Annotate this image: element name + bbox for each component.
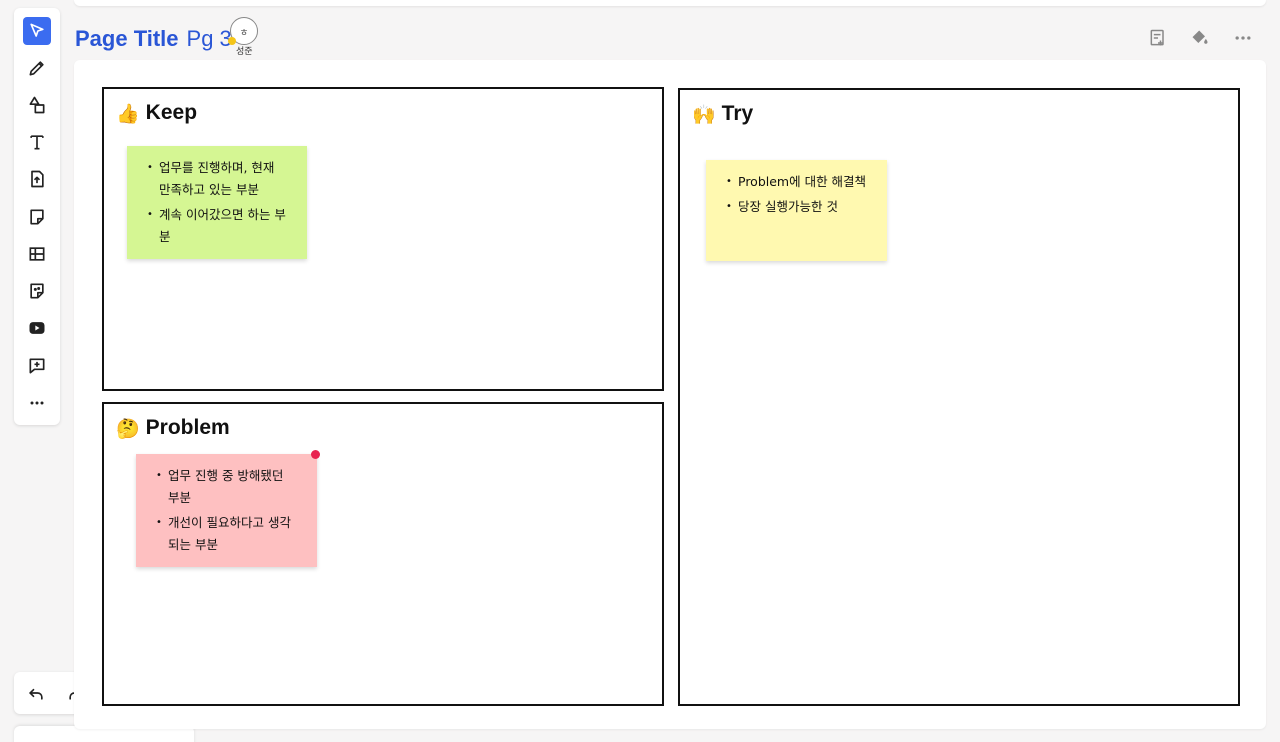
selection-handle[interactable] bbox=[311, 450, 320, 459]
page-number-label: Pg 3 bbox=[186, 26, 232, 51]
keep-sticky-note[interactable]: 업무를 진행하며, 현재 만족하고 있는 부분 계속 이어갔으면 하는 부분 bbox=[127, 146, 307, 259]
keep-heading: 👍 Keep bbox=[116, 101, 197, 125]
try-title: Try bbox=[721, 102, 754, 125]
table-icon bbox=[29, 247, 45, 261]
raising-hands-icon: 🙌 bbox=[692, 103, 716, 126]
text-icon bbox=[30, 135, 44, 150]
more-horizontal-icon bbox=[1235, 36, 1251, 40]
avatar-name: 성준 bbox=[236, 47, 253, 57]
comment-tool-button[interactable] bbox=[23, 352, 51, 380]
top-panel-edge bbox=[74, 0, 1266, 6]
sticky-note-icon bbox=[30, 209, 44, 225]
undo-icon bbox=[29, 688, 43, 700]
problem-heading: 🤔 Problem bbox=[116, 416, 230, 440]
problem-sticky-note[interactable]: 업무 진행 중 방해됐던 부분 개선이 필요하다고 생각되는 부분 bbox=[136, 454, 317, 567]
table-tool-button[interactable] bbox=[23, 240, 51, 268]
more-icon bbox=[30, 401, 44, 405]
list-item: 개선이 필요하다고 생각되는 부분 bbox=[156, 512, 297, 556]
thinking-face-icon: 🤔 bbox=[116, 417, 140, 440]
select-tool-button[interactable] bbox=[23, 17, 51, 45]
bottom-panel-edge bbox=[14, 726, 194, 742]
shapes-tool-button[interactable] bbox=[23, 91, 51, 119]
list-item: 계속 이어갔으면 하는 부분 bbox=[147, 204, 287, 248]
list-item: 당장 실행가능한 것 bbox=[726, 196, 867, 218]
list-item: 업무 진행 중 방해됐던 부분 bbox=[156, 465, 297, 509]
add-comment-icon bbox=[29, 358, 45, 374]
more-options-button[interactable] bbox=[1232, 27, 1254, 49]
theme-button[interactable] bbox=[1189, 27, 1211, 49]
pen-tool-button[interactable] bbox=[23, 54, 51, 82]
sticky-note-tool-button[interactable] bbox=[23, 203, 51, 231]
presence-dot bbox=[228, 37, 236, 45]
more-tools-button[interactable] bbox=[23, 389, 51, 417]
video-icon bbox=[29, 322, 45, 334]
undo-button[interactable] bbox=[24, 681, 48, 705]
text-tool-button[interactable] bbox=[23, 128, 51, 156]
add-page-button[interactable] bbox=[1147, 27, 1169, 49]
cursor-icon bbox=[30, 23, 44, 37]
list-item: Problem에 대한 해결책 bbox=[726, 171, 867, 193]
video-tool-button[interactable] bbox=[23, 314, 51, 342]
avatar-face: ㅎ bbox=[239, 27, 249, 39]
document-add-icon bbox=[1150, 29, 1164, 46]
try-sticky-note[interactable]: Problem에 대한 해결책 당장 실행가능한 것 bbox=[706, 160, 887, 261]
pen-icon bbox=[29, 61, 44, 76]
tool-palette bbox=[14, 8, 60, 425]
upload-tool-button[interactable] bbox=[23, 165, 51, 193]
problem-title: Problem bbox=[145, 416, 230, 439]
upload-icon bbox=[31, 170, 44, 188]
template-tool-button[interactable] bbox=[23, 277, 51, 305]
page-title-text: Page Title bbox=[75, 26, 179, 51]
page-title[interactable]: Page Title Pg 3 bbox=[75, 26, 232, 52]
list-item: 업무를 진행하며, 현재 만족하고 있는 부분 bbox=[147, 157, 287, 201]
shapes-icon bbox=[29, 96, 45, 114]
thumbs-up-icon: 👍 bbox=[116, 102, 140, 125]
try-heading: 🙌 Try bbox=[692, 102, 753, 126]
keep-title: Keep bbox=[145, 101, 198, 124]
sticky-note-dotted-icon bbox=[30, 283, 44, 299]
paint-bucket-icon bbox=[1192, 30, 1208, 44]
